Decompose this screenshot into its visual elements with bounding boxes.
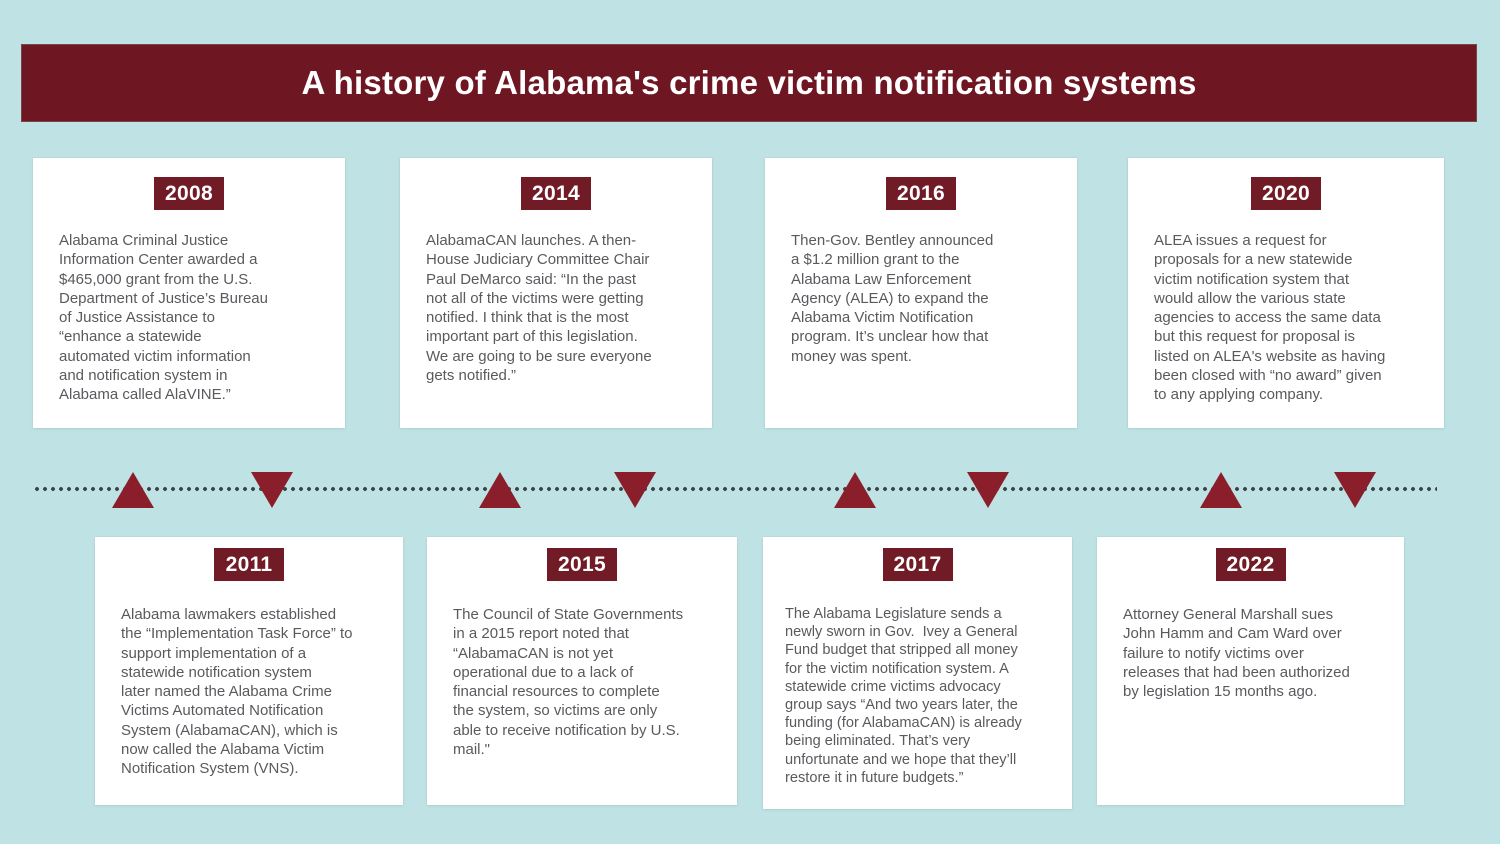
timeline-dotted-line [33,486,1437,492]
timeline-card-2020: 2020 ALEA issues a request for proposals… [1128,158,1444,428]
timeline-marker-up-icon [112,472,154,508]
card-text-2017: The Alabama Legislature sends a newly sw… [785,606,1022,786]
year-badge-2016: 2016 [886,177,956,210]
year-badge-2011: 2011 [214,548,284,581]
header-banner: A history of Alabama's crime victim noti… [21,44,1477,122]
year-badge-2014: 2014 [521,177,591,210]
timeline-card-2016: 2016 Then-Gov. Bentley announced a $1.2 … [765,158,1077,428]
timeline-marker-up-icon [479,472,521,508]
timeline-marker-down-icon [967,472,1009,508]
year-badge-2017: 2017 [882,548,953,581]
year-badge-2015: 2015 [547,548,617,581]
year-badge-2022: 2022 [1215,548,1286,581]
timeline-marker-down-icon [251,472,293,508]
timeline-card-2017: 2017 The Alabama Legislature sends a new… [763,537,1072,809]
timeline-card-2014: 2014 AlabamaCAN launches. A then- House … [400,158,712,428]
timeline-card-2015: 2015 The Council of State Governments in… [427,537,737,805]
card-text-2015: The Council of State Governments in a 20… [453,606,684,759]
year-badge-2008: 2008 [154,177,224,210]
card-text-2022: Attorney General Marshall sues John Hamm… [1123,606,1350,701]
timeline-marker-up-icon [1200,472,1242,508]
card-text-2016: Then-Gov. Bentley announced a $1.2 milli… [791,232,994,365]
timeline-marker-up-icon [834,472,876,508]
timeline-card-2008: 2008 Alabama Criminal Justice Informatio… [33,158,345,428]
year-badge-2020: 2020 [1251,177,1321,210]
card-text-2020: ALEA issues a request for proposals for … [1154,232,1386,404]
card-text-2008: Alabama Criminal Justice Information Cen… [59,232,268,404]
timeline-card-2022: 2022 Attorney General Marshall sues John… [1097,537,1404,805]
card-text-2014: AlabamaCAN launches. A then- House Judic… [426,232,652,385]
timeline-marker-down-icon [1334,472,1376,508]
timeline-marker-down-icon [614,472,656,508]
card-text-2011: Alabama lawmakers established the “Imple… [121,606,353,778]
timeline-card-2011: 2011 Alabama lawmakers established the “… [95,537,403,805]
page-title: A history of Alabama's crime victim noti… [301,64,1197,101]
